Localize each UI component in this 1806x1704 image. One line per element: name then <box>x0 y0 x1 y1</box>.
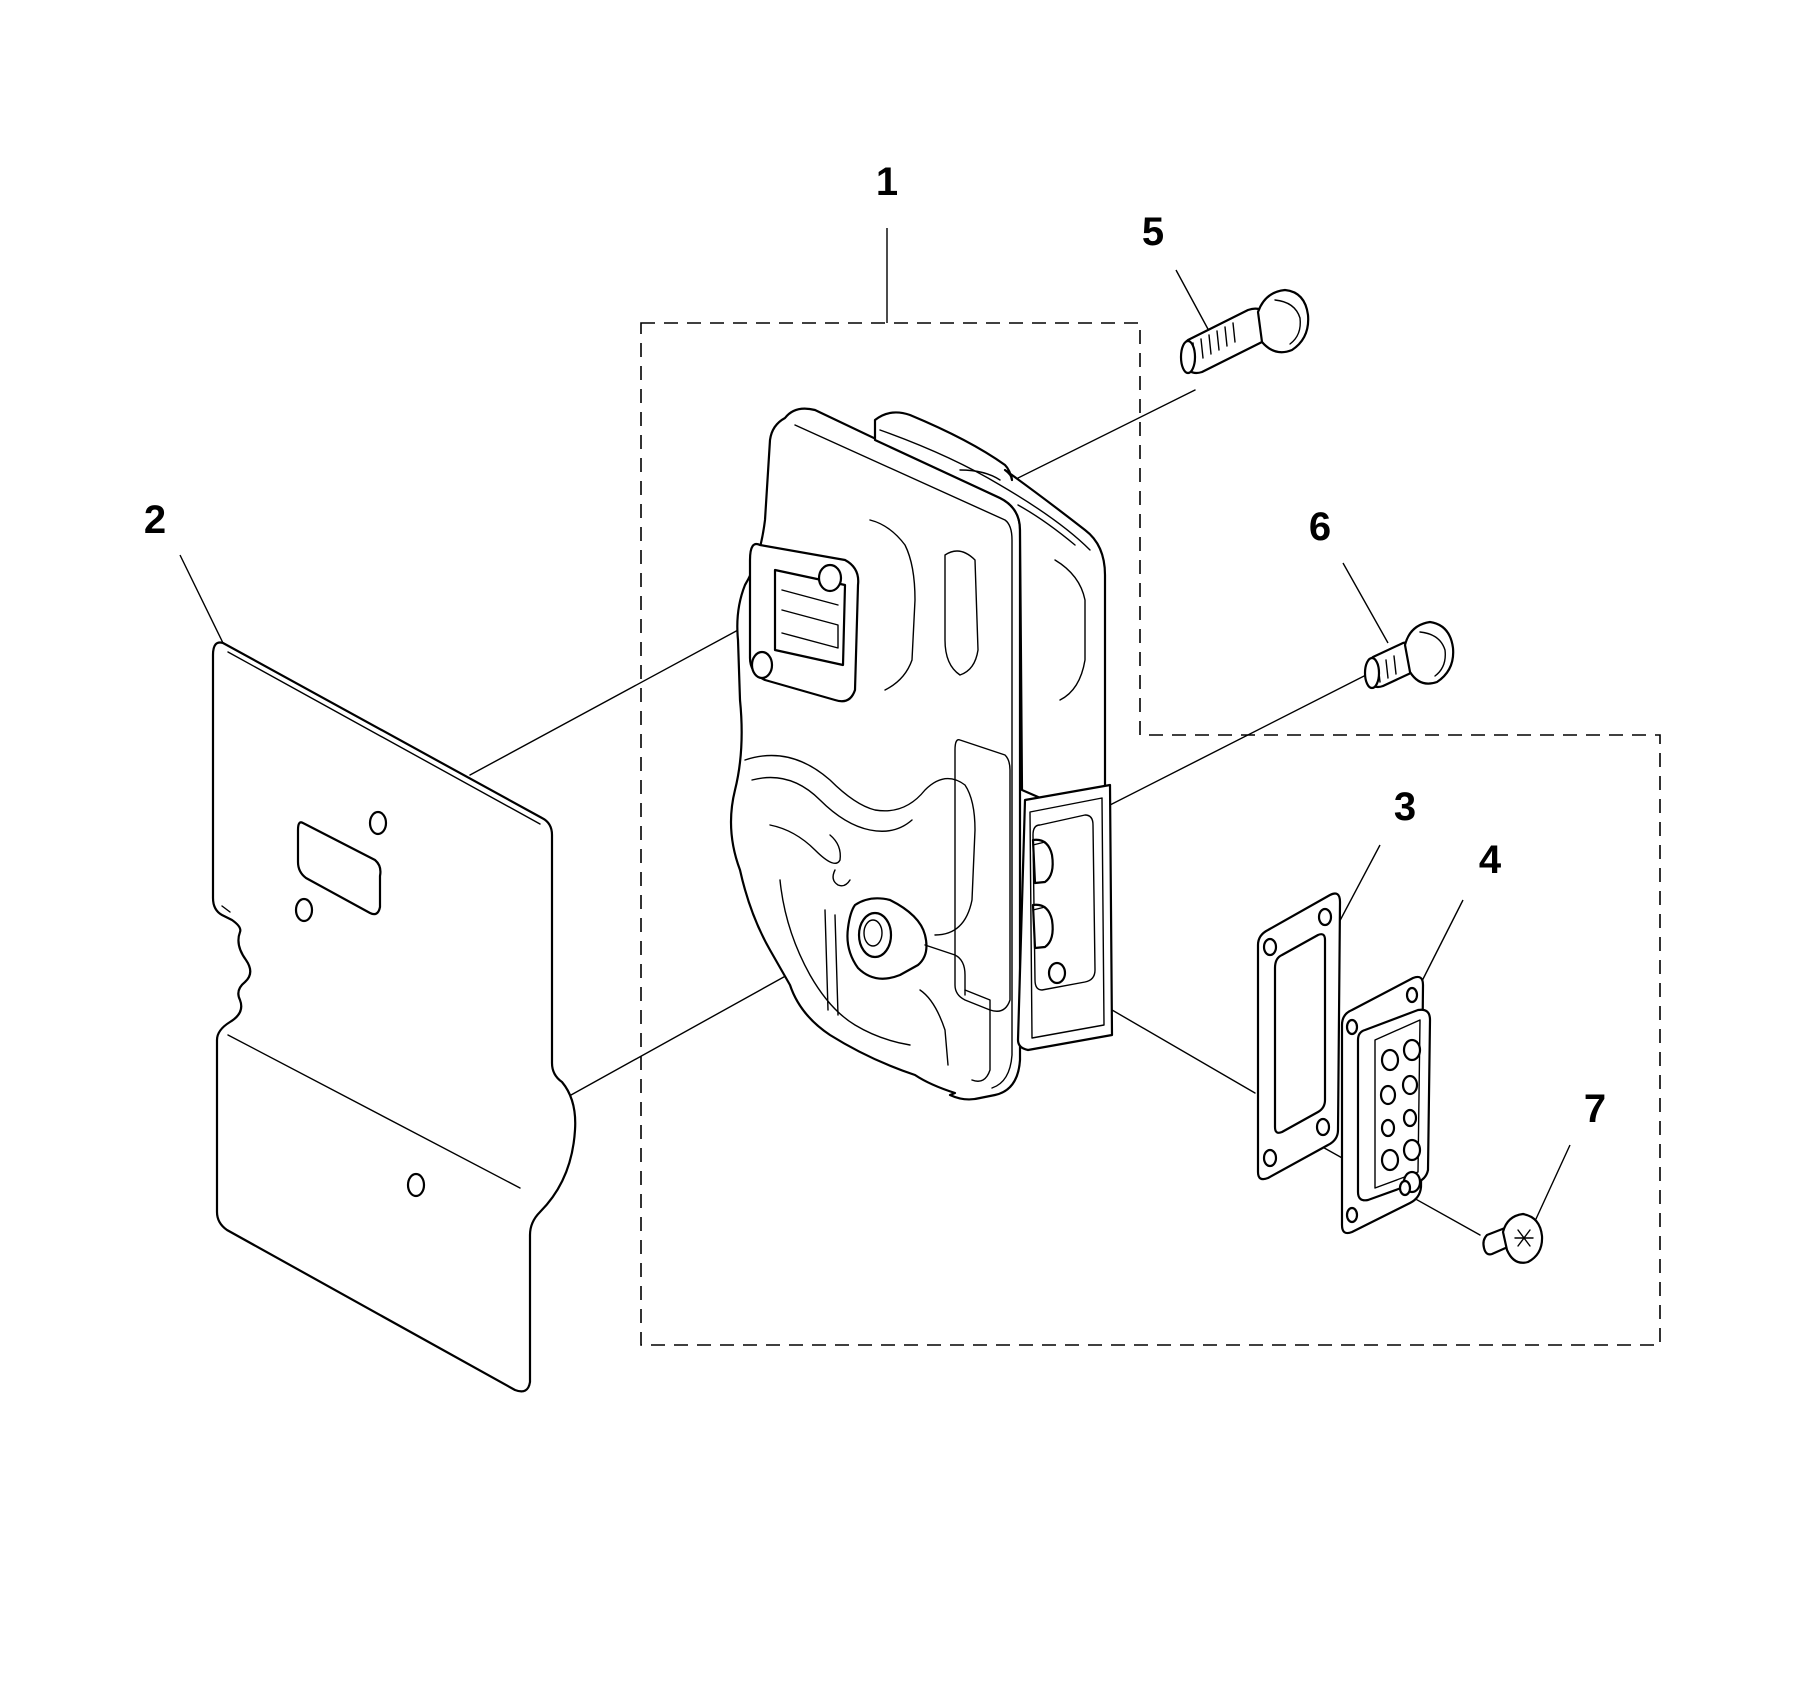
assembly-line <box>1109 672 1371 806</box>
spark-arrestor-screen <box>1340 975 1432 1235</box>
callout-4: 4 <box>1479 838 1502 882</box>
callout-6-leader <box>1342 562 1389 644</box>
short-screw <box>1363 620 1455 690</box>
assembly-line <box>1009 389 1196 483</box>
callout-7: 7 <box>1584 1087 1606 1131</box>
callout-3-leader <box>1334 844 1381 931</box>
flat-gasket <box>1256 892 1342 1181</box>
callout-1: 1 <box>876 160 898 204</box>
callout-5: 5 <box>1142 210 1164 254</box>
heat-shield-plate <box>211 641 577 1393</box>
small-screw <box>1482 1212 1544 1264</box>
muffler-body <box>729 407 1114 1101</box>
callout-7-leader <box>1529 1144 1571 1233</box>
assembly-line <box>1099 1002 1256 1094</box>
callout-2-leader <box>179 554 224 644</box>
callout-6: 6 <box>1309 505 1331 549</box>
assembly-boundary <box>640 322 1661 1346</box>
callout-2: 2 <box>144 498 166 542</box>
callout-3: 3 <box>1394 785 1416 829</box>
callout-4-leader <box>1419 899 1464 986</box>
long-screw <box>1179 288 1310 375</box>
